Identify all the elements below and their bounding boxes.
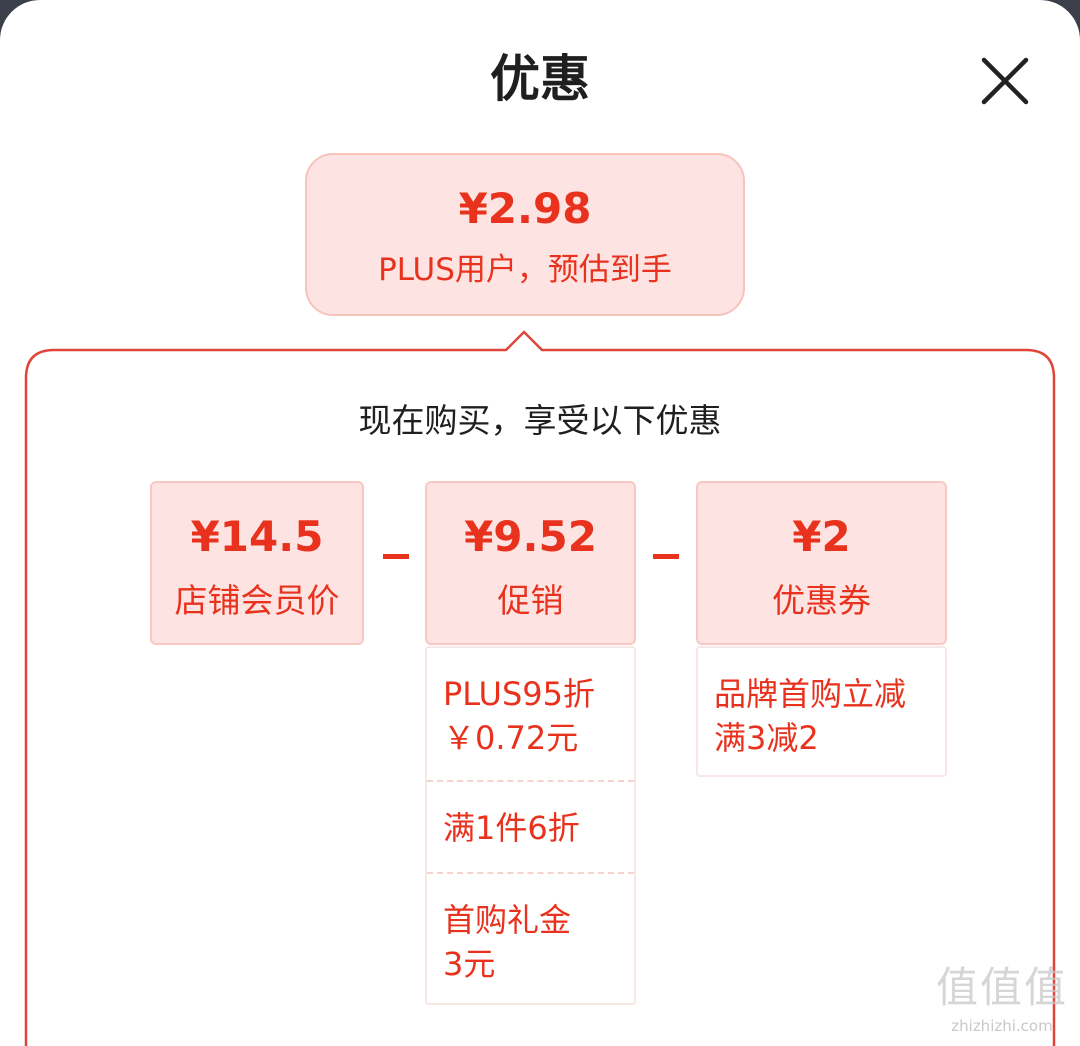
sheet-title: 优惠 (490, 50, 590, 108)
panel-heading: 现在购买，享受以下优惠 (358, 401, 722, 440)
estimated-price: ¥2.98 (458, 184, 592, 233)
estimated-price-description: PLUS用户，预估到手 (378, 252, 672, 288)
close-button[interactable] (972, 48, 1038, 114)
minus-sign (383, 554, 409, 559)
promotion-detail-item: 满1件6折 (443, 809, 580, 847)
estimated-price-bubble: ¥2.98 PLUS用户，预估到手 (305, 153, 745, 316)
card-promotion: ¥9.52 促销 (425, 481, 636, 645)
minus-sign (653, 554, 679, 559)
promotion-detail-item: PLUS95折 ￥0.72元 (443, 675, 595, 757)
card-label: 促销 (497, 581, 564, 620)
promotion-detail-item: 首购礼金 3元 (443, 901, 572, 983)
card-price: ¥2 (792, 512, 851, 561)
site-watermark: 值值值 zhizhizhi.com (928, 962, 1076, 1046)
coupon-detail-list: 品牌首购立减 满3减2 (696, 646, 947, 777)
watermark-url: zhizhizhi.com (951, 1017, 1053, 1035)
card-coupon: ¥2 优惠券 (696, 481, 947, 645)
watermark-logo: 值值值 (935, 963, 1068, 1012)
coupon-detail-item: 品牌首购立减 满3减2 (714, 675, 907, 757)
promotion-detail-list: PLUS95折 ￥0.72元 满1件6折 首购礼金 3元 (425, 646, 636, 1005)
card-label: 店铺会员价 (174, 581, 340, 620)
close-icon (981, 57, 1029, 105)
card-price: ¥9.52 (464, 512, 597, 561)
card-label: 优惠券 (772, 581, 871, 620)
card-store-member-price: ¥14.5 店铺会员价 (150, 481, 364, 645)
detail-divider (427, 780, 634, 782)
detail-divider (427, 872, 634, 874)
card-price: ¥14.5 (190, 512, 324, 561)
